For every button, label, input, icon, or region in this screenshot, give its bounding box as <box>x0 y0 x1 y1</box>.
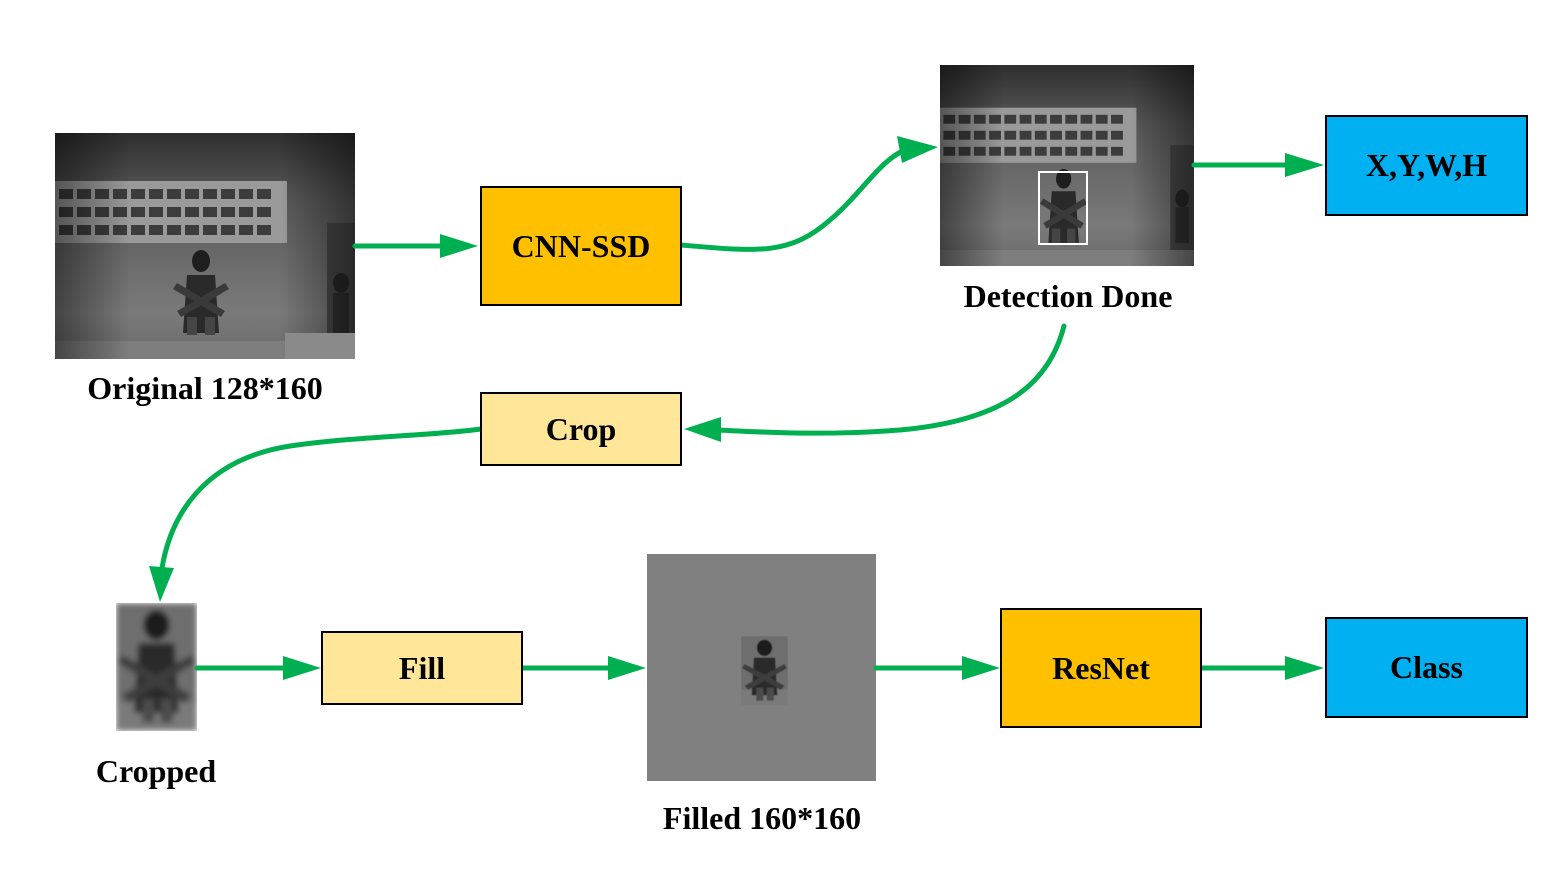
original-image <box>55 133 355 359</box>
arrow-cropped-to-fill <box>194 656 321 680</box>
xywh-label: X,Y,W,H <box>1365 147 1488 183</box>
detection-bounding-box <box>1038 171 1088 245</box>
arrow-resnet-to-class <box>1198 656 1324 680</box>
arrow-original-to-cnn <box>352 234 478 258</box>
cropped-image <box>116 603 197 731</box>
caption-filled: Filled 160*160 <box>662 800 862 836</box>
arrow-detection-to-xywh <box>1191 153 1324 177</box>
arrow-fill-to-filled <box>519 656 646 680</box>
arrow-crop-to-cropped <box>149 426 484 602</box>
caption-detection: Detection Done <box>963 278 1173 314</box>
class-label: Class <box>1390 649 1463 685</box>
crop-box: Crop <box>480 392 682 466</box>
cnn-ssd-label: CNN-SSD <box>511 227 651 264</box>
xywh-box: X,Y,W,H <box>1325 115 1528 216</box>
caption-cropped: Cropped <box>95 753 217 789</box>
caption-original: Original 128*160 <box>87 370 323 406</box>
detection-image <box>940 65 1194 266</box>
resnet-box: ResNet <box>1000 608 1202 728</box>
resnet-label: ResNet <box>1052 649 1150 686</box>
arrow-filled-to-resnet <box>873 656 1000 680</box>
cnn-ssd-box: CNN-SSD <box>480 186 682 306</box>
arrow-cnn-to-detection <box>678 136 938 252</box>
fill-label: Fill <box>398 649 446 686</box>
crop-label: Crop <box>545 410 617 447</box>
fill-box: Fill <box>321 631 523 705</box>
filled-image <box>647 554 876 781</box>
class-box: Class <box>1325 617 1528 718</box>
arrows <box>149 136 1324 680</box>
arrow-detection-to-crop <box>684 323 1067 442</box>
